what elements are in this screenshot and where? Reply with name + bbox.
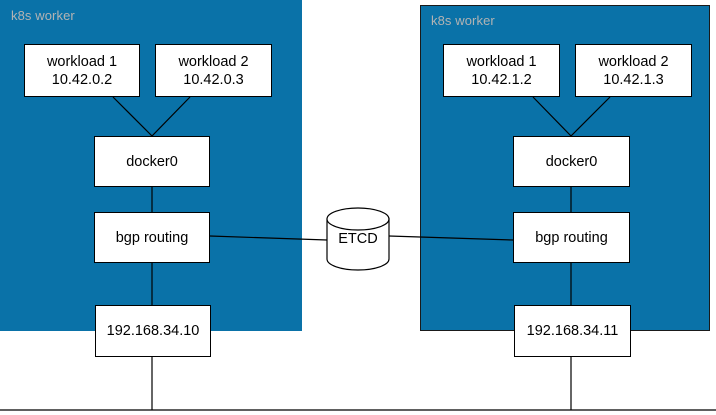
- etcd-datastore[interactable]: ETCD: [327, 208, 389, 270]
- edge-left-wl1-to-docker0: [112, 96, 153, 137]
- node-label-line1: docker0: [545, 153, 598, 170]
- node-right-host-ip[interactable]: 192.168.34.11: [514, 305, 631, 357]
- node-label-line1: docker0: [126, 153, 178, 170]
- node-label-line2: 10.42.0.2: [51, 71, 113, 88]
- node-label-line1: 192.168.34.11: [526, 323, 619, 339]
- node-left-docker0[interactable]: docker0: [94, 136, 210, 187]
- worker-zone-left-label: k8s worker: [11, 8, 75, 23]
- node-right-bgp-routing[interactable]: bgp routing: [513, 212, 630, 263]
- node-left-workload-1[interactable]: workload 1 10.42.0.2: [24, 44, 140, 97]
- node-left-workload-2[interactable]: workload 2 10.42.0.3: [155, 44, 272, 97]
- node-label-line1: workload 1: [46, 53, 118, 70]
- edge-left-wl2-to-docker0: [151, 96, 191, 137]
- etcd-label: ETCD: [338, 231, 378, 247]
- node-right-workload-1[interactable]: workload 1 10.42.1.2: [443, 44, 560, 97]
- edge-left-bgp-to-etcd: [209, 235, 328, 241]
- node-label-line1: workload 1: [466, 53, 537, 70]
- node-label-line2: 10.42.1.3: [603, 71, 664, 88]
- node-label-line1: workload 2: [598, 53, 669, 70]
- node-left-bgp-routing[interactable]: bgp routing: [94, 212, 210, 263]
- node-right-workload-2[interactable]: workload 2 10.42.1.3: [575, 44, 692, 97]
- worker-zone-right-label: k8s worker: [431, 13, 495, 28]
- edge-right-wl1-to-docker0: [532, 96, 572, 137]
- node-label-line1: bgp routing: [115, 229, 189, 246]
- edge-right-wl2-to-docker0: [570, 96, 611, 137]
- node-left-host-ip[interactable]: 192.168.34.10: [95, 305, 211, 357]
- node-label-line1: 192.168.34.10: [106, 323, 200, 339]
- node-label-line2: 10.42.1.2: [471, 71, 532, 88]
- etcd-cylinder: [326, 207, 390, 271]
- node-label-line1: bgp routing: [535, 229, 608, 246]
- node-right-docker0[interactable]: docker0: [513, 136, 630, 187]
- node-label-line1: workload 2: [178, 53, 249, 70]
- node-label-line2: 10.42.0.3: [183, 71, 244, 88]
- edge-etcd-to-right-bgp: [388, 235, 514, 241]
